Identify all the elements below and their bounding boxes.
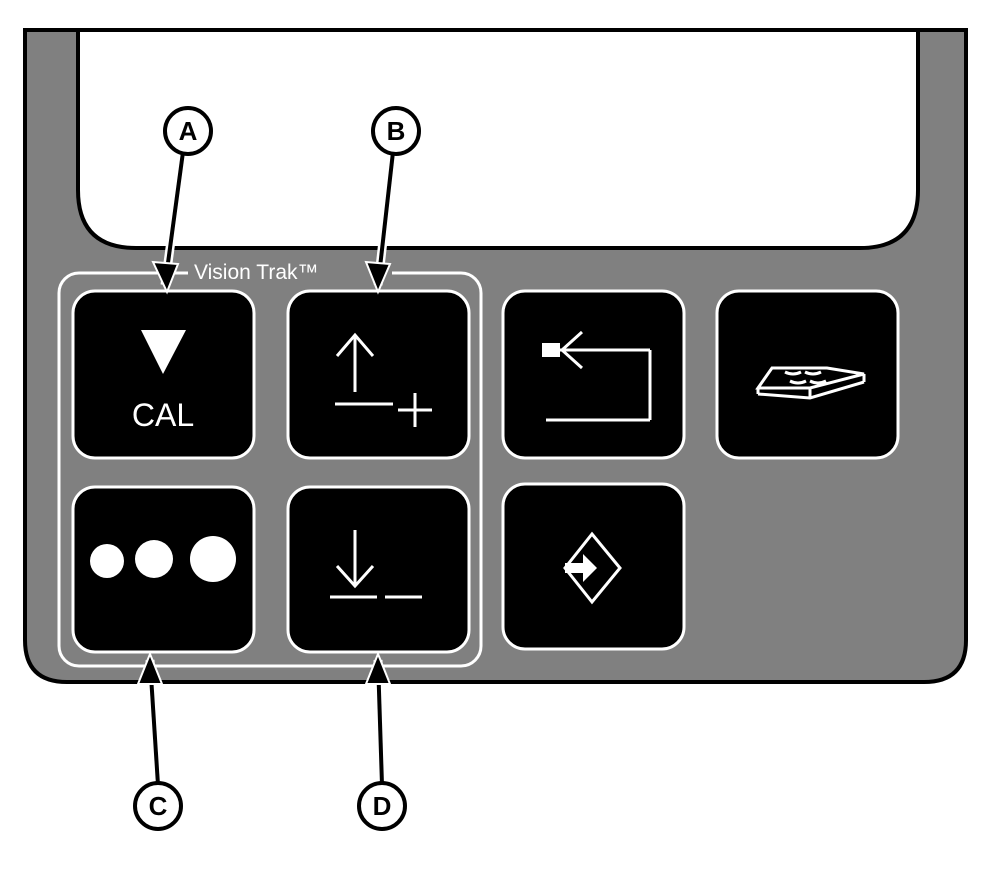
arrow-down-minus-icon	[330, 530, 422, 599]
arrow-up-plus-icon	[335, 332, 432, 427]
back-button[interactable]	[501, 289, 686, 460]
group-title: Vision Trak™	[194, 261, 319, 284]
three-dots-icon	[90, 536, 236, 582]
callout-leaders	[136, 151, 398, 786]
increase-button[interactable]	[286, 289, 471, 460]
group-title-gap	[188, 262, 392, 282]
decrease-button[interactable]	[286, 485, 471, 654]
callout-c: C	[133, 781, 183, 831]
callout-d: D	[357, 781, 407, 831]
triangle-down-icon	[141, 330, 186, 374]
callout-d-label: D	[373, 791, 392, 821]
callout-a: A	[163, 106, 213, 156]
cal-button[interactable]: CAL	[71, 289, 256, 460]
display-window	[76, 28, 920, 250]
return-arrow-icon	[542, 330, 652, 422]
callout-a-label: A	[179, 116, 198, 146]
dots-button[interactable]	[71, 485, 256, 654]
cal-label: CAL	[132, 397, 194, 433]
book-button[interactable]	[715, 289, 900, 460]
book-wrench-icon	[755, 366, 866, 400]
callout-b: B	[371, 106, 421, 156]
enter-button[interactable]	[501, 482, 686, 651]
callout-b-label: B	[387, 116, 406, 146]
enter-arrow-icon	[563, 531, 622, 605]
callout-c-label: C	[149, 791, 168, 821]
